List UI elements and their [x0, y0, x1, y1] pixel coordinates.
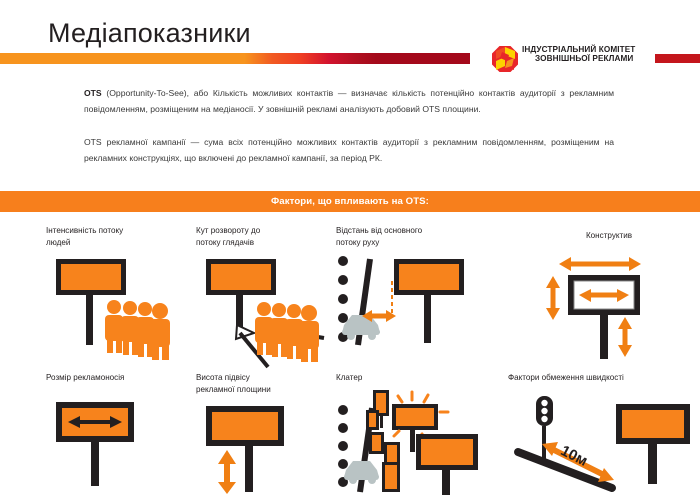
traffic-light-speed-limit-icon: 10м — [514, 390, 699, 495]
factors-band: Фактори, що впливають на OTS: — [0, 191, 700, 212]
factor-caption: Відстань від основного потоку руху — [336, 225, 501, 248]
body-copy: OTS (Opportunity-To-See), або Кількість … — [84, 86, 614, 184]
paragraph-1: OTS (Opportunity-To-See), або Кількість … — [84, 86, 614, 118]
caption-line-2: потоку глядачів — [196, 237, 254, 247]
caption-line-2: рекламної площини — [196, 384, 271, 394]
caption-line-1: Клатер — [336, 373, 363, 382]
paragraph-2: OTS рекламної кампанії — сума всіх потен… — [84, 136, 614, 163]
billboard-mount-height-icon — [202, 404, 322, 495]
factor-speed-limit: Фактори обмеження швидкості — [508, 372, 693, 492]
factor-caption: Фактори обмеження швидкості — [508, 372, 693, 384]
page-title: Медіапоказники — [48, 18, 251, 48]
caption-line-1: Фактори обмеження швидкості — [508, 373, 624, 382]
factor-media-size: Розмір рекламоносія — [46, 372, 196, 486]
factor-clutter: Клатер — [336, 372, 501, 495]
factor-caption: Кут розвороту до потоку глядачів — [196, 225, 346, 248]
caption-line-1: Розмір рекламоносія — [46, 373, 125, 382]
caption-line-1: Кут розвороту до — [196, 226, 261, 235]
factors-band-label: Фактори, що впливають на OTS: — [271, 196, 429, 207]
header-accent-bar — [0, 53, 470, 64]
caption-line-1: Інтенсивність потоку — [46, 226, 124, 235]
billboard-width-arrow-icon — [52, 398, 172, 488]
factor-caption: Висота підвісу рекламної площини — [196, 372, 346, 395]
factor-crowd-intensity: Інтенсивність потоку людей — [46, 225, 196, 360]
ots-lead: OTS — [84, 88, 102, 98]
factor-distance-from-traffic: Відстань від основного потоку руху — [336, 225, 501, 346]
factors-grid: Інтенсивність потоку людей — [0, 222, 700, 495]
billboard-dimensions-icon — [543, 251, 678, 363]
factor-caption: Клатер — [336, 372, 501, 384]
caption-line-1: Висота підвісу — [196, 373, 250, 382]
header-accent-bar-right — [655, 54, 700, 63]
factor-mount-height: Висота підвісу рекламної площини — [196, 372, 346, 494]
caption-line-1: Конструктив — [585, 231, 633, 240]
logo-text: ІНДУСТРІАЛЬНИЙ КОМІТЕТ ЗОВНІШНЬОЇ РЕКЛАМ… — [522, 45, 636, 63]
pinwheel-octagon-logo-icon — [492, 46, 518, 72]
billboard-distance-from-road-icon — [336, 253, 486, 365]
billboard-viewing-angle-icon — [202, 255, 342, 369]
paragraph-1-rest: (Opportunity-To-See), або Кількість можл… — [84, 88, 614, 114]
factor-caption: Інтенсивність потоку людей — [46, 225, 196, 248]
logo-line-2: ЗОВНІШНЬОЇ РЕКЛАМИ — [535, 53, 634, 63]
caption-line-2: потоку руху — [336, 237, 380, 247]
factor-construction: Конструктив — [529, 225, 689, 359]
logo: ІНДУСТРІАЛЬНИЙ КОМІТЕТ ЗОВНІШНЬОЇ РЕКЛАМ… — [492, 44, 642, 74]
factor-viewing-angle: Кут розвороту до потоку глядачів — [196, 225, 346, 369]
factor-caption: Розмір рекламоносія — [46, 372, 196, 384]
billboard-clutter-icon — [336, 388, 486, 495]
caption-line-1: Відстань від основного — [336, 226, 423, 235]
billboard-with-crowd-icon — [52, 255, 182, 360]
caption-line-2: людей — [46, 237, 71, 247]
factor-caption: Конструктив — [586, 230, 632, 242]
logo-line-1: ІНДУСТРІАЛЬНИЙ КОМІТЕТ — [522, 45, 636, 54]
